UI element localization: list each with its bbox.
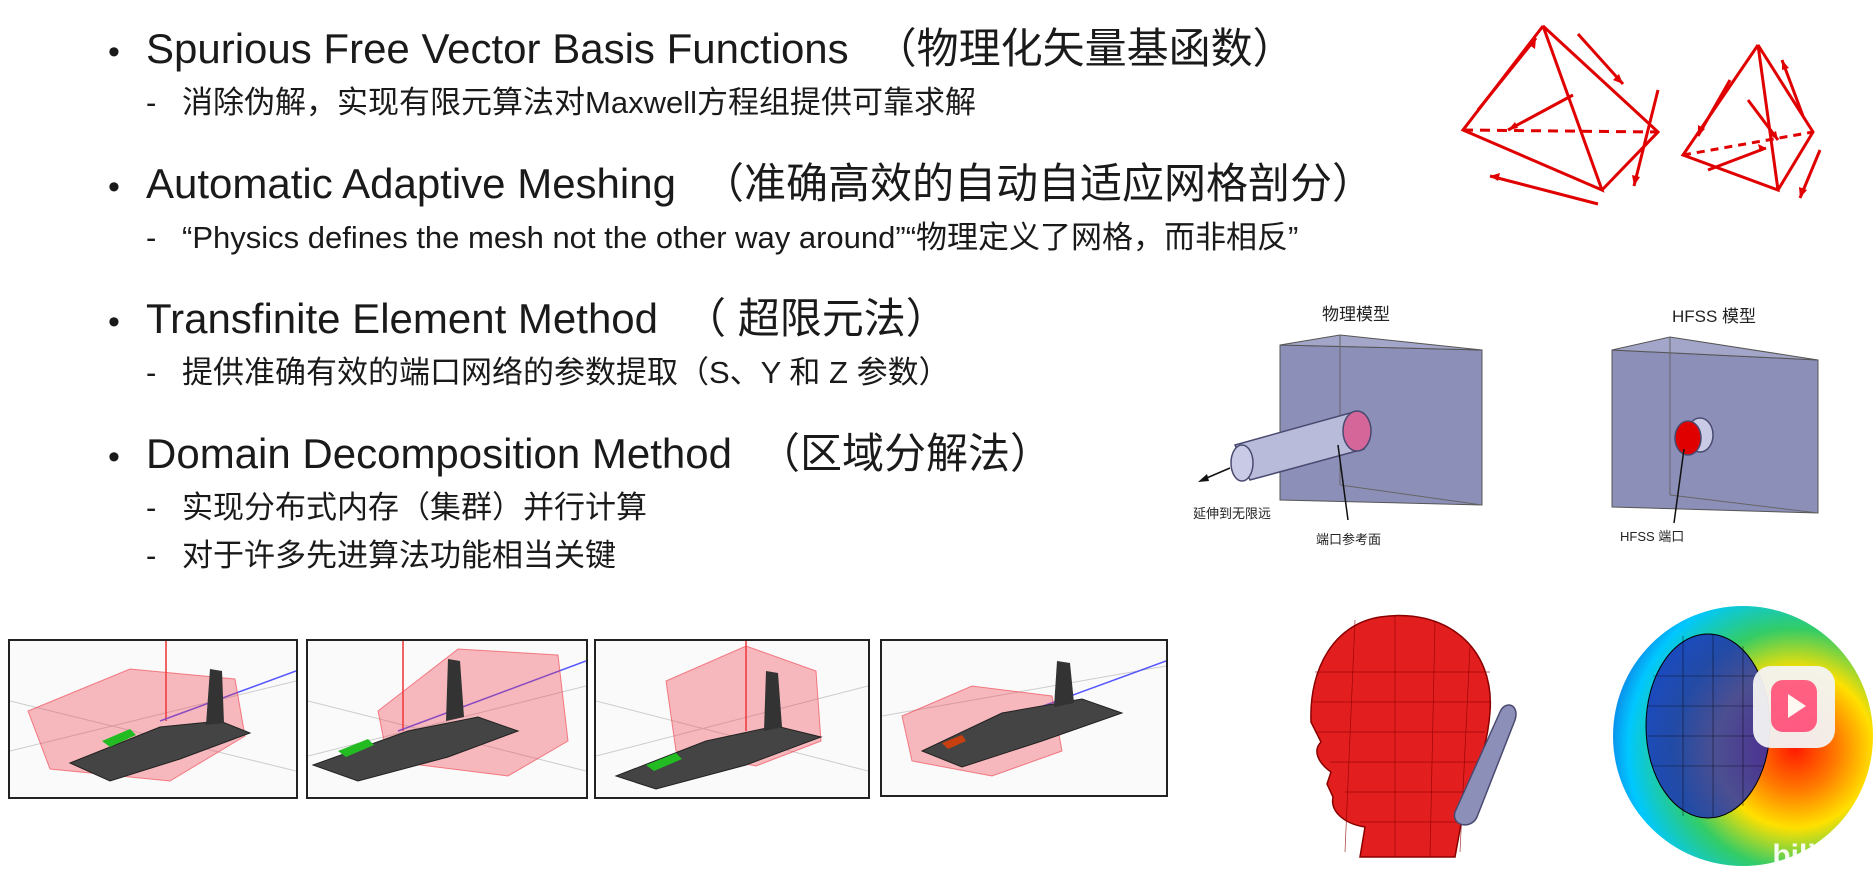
edge-vector-arrow xyxy=(1476,37,1538,111)
aircraft-mesh-image xyxy=(10,641,296,782)
sub-item: - 对于许多先进算法功能相当关键 xyxy=(146,532,1488,580)
sub-item: - 实现分布式内存（集群）并行计算 xyxy=(146,484,1488,532)
bullet-domain-decomposition: • Domain Decomposition Method （区域分解法） - … xyxy=(108,427,1488,580)
bullet-symbol: • xyxy=(108,303,120,341)
sub-symbol: - xyxy=(146,355,157,390)
bilibili-watermark: bilibili xyxy=(1772,839,1859,872)
sub-item-text: 实现分布式内存（集群）并行计算 xyxy=(182,490,647,525)
aircraft-mesh-image xyxy=(882,660,1166,777)
head-mesh xyxy=(1310,614,1491,858)
sub-item-text: “Physics defines the mesh not the other … xyxy=(182,220,1299,255)
sub-symbol: - xyxy=(146,490,157,525)
sub-item: - 消除伪解，实现有限元算法对Maxwell方程组提供可靠求解 xyxy=(146,79,1488,127)
bullet-symbol: • xyxy=(108,33,120,71)
sub-symbol: - xyxy=(146,220,157,255)
port-reference-plane xyxy=(1342,410,1372,452)
bullet-title-cn: （准确高效的自动自适应网格剖分） xyxy=(701,160,1374,207)
tetrahedron-left xyxy=(1460,24,1661,193)
sub-symbol: - xyxy=(146,538,157,573)
aircraft-mesh-image xyxy=(308,641,586,782)
box-front xyxy=(1611,349,1819,514)
bullet-title-en: Transfinite Element Method xyxy=(146,295,659,342)
physical-model-figure xyxy=(1198,334,1483,521)
edge-vector-arrow xyxy=(1507,93,1574,132)
bullet-symbol: • xyxy=(108,168,120,206)
hfss-model-figure xyxy=(1611,336,1819,524)
phone-model xyxy=(1453,704,1517,826)
head-wireframe xyxy=(1645,633,1771,819)
aircraft-mesh-image xyxy=(596,641,868,790)
edge-vector-arrow xyxy=(1632,89,1660,187)
bullet-title-en: Automatic Adaptive Meshing xyxy=(146,160,676,207)
edge-vector-arrow xyxy=(1696,79,1732,137)
tetrahedron-right xyxy=(1680,44,1815,193)
bullet-spurious-free: • Spurious Free Vector Basis Functions （… xyxy=(108,22,1488,127)
sub-item-text: 消除伪解，实现有限元算法对Maxwell方程组提供可靠求解 xyxy=(182,85,976,120)
bullet-list: • Spurious Free Vector Basis Functions （… xyxy=(108,22,1488,580)
bullet-symbol: • xyxy=(108,438,120,476)
bullet-title-cn: （ 超限元法） xyxy=(684,295,948,342)
mesh-panel-1 xyxy=(8,639,298,799)
bullet-title-en: Domain Decomposition Method xyxy=(146,430,732,477)
sub-item: - 提供准确有效的端口网络的参数提取（S、Y 和 Z 参数） xyxy=(146,349,1488,397)
field-distribution-sphere xyxy=(1613,606,1873,866)
port-reference-plane-note: 端口参考面 xyxy=(1316,532,1382,547)
tetra-hidden-edge xyxy=(1682,130,1814,157)
play-icon[interactable] xyxy=(1753,666,1835,748)
ref-plane-pointer xyxy=(1337,444,1349,521)
sub-symbol: - xyxy=(146,85,157,120)
hfss-port-face xyxy=(1674,420,1702,456)
edge-vector-arrow xyxy=(1780,59,1805,117)
extend-to-infinity-note: 延伸到无限远 xyxy=(1193,506,1272,521)
edge-vector-arrow xyxy=(1576,32,1625,86)
hfss-port-note: HFSS 端口 xyxy=(1620,529,1685,544)
hfss-model-label: HFSS 模型 xyxy=(1672,307,1757,326)
sub-item: - “Physics defines the mesh not the othe… xyxy=(146,214,1488,262)
mesh-panel-2 xyxy=(306,639,588,799)
bullet-transfinite: • Transfinite Element Method （ 超限元法） - 提… xyxy=(108,292,1488,397)
mesh-panel-4 xyxy=(880,639,1168,797)
box-top xyxy=(1279,334,1483,351)
bullet-title-cn: （区域分解法） xyxy=(757,430,1052,477)
bullet-title-cn: （物理化矢量基函数） xyxy=(874,25,1295,72)
tetrahedron-basis-figure xyxy=(1460,24,1822,206)
mesh-panel-3 xyxy=(594,639,870,799)
edge-vector-arrow xyxy=(1489,174,1599,206)
bullet-adaptive-meshing: • Automatic Adaptive Meshing （准确高效的自动自适应… xyxy=(108,157,1488,262)
head-phone-model-figure xyxy=(1310,614,1517,858)
coax-end xyxy=(1230,444,1254,482)
tetra-hidden-edge xyxy=(1462,128,1659,134)
bullet-title-en: Spurious Free Vector Basis Functions xyxy=(146,25,849,72)
hfss-port-pointer xyxy=(1673,448,1685,524)
sub-item-text: 对于许多先进算法功能相当关键 xyxy=(182,538,616,573)
physical-model-label: 物理模型 xyxy=(1322,305,1390,324)
edge-vector-arrow xyxy=(1707,146,1767,172)
box-top xyxy=(1611,336,1819,361)
sub-item-text: 提供准确有效的端口网络的参数提取（S、Y 和 Z 参数） xyxy=(182,355,950,390)
